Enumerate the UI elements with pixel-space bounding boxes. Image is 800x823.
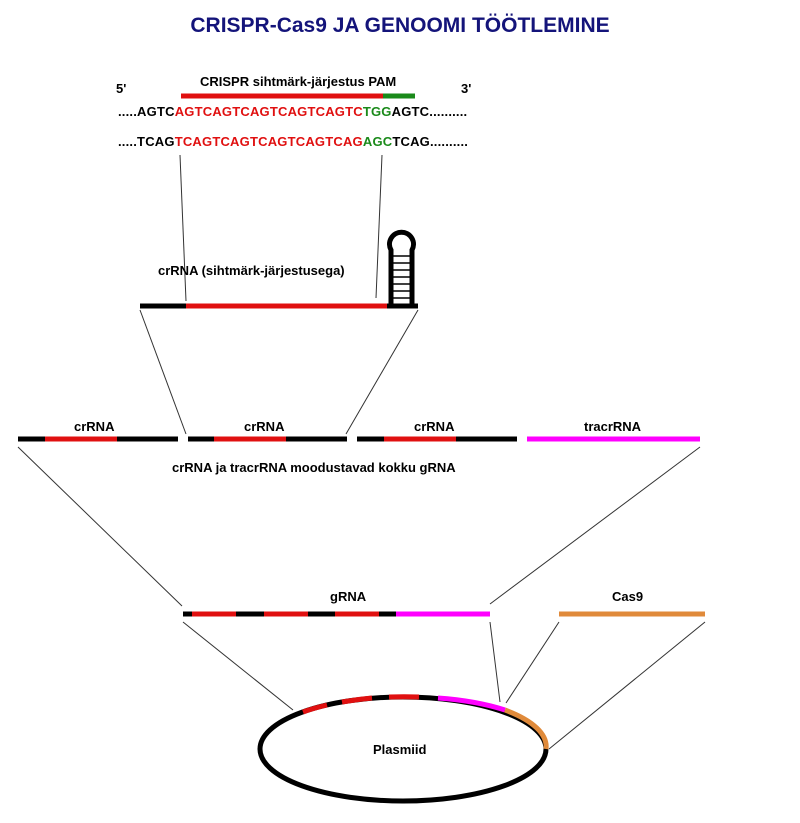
row-caption: crRNA ja tracrRNA moodustavad kokku gRNA: [172, 460, 456, 475]
plasmid-arc-red-2: [341, 695, 373, 705]
connector-row-grna-left: [17, 446, 183, 607]
bottom-strand-pam: AGC: [362, 134, 393, 149]
connector-dna-crrna-right: [375, 154, 383, 299]
cas9-label: Cas9: [612, 589, 644, 604]
crrna-single-label: crRNA (sihtmärk-järjestusega): [158, 263, 345, 278]
connector-crrna-row-right: [345, 309, 419, 435]
five-prime-label: 5': [116, 81, 127, 96]
page-title: CRISPR-Cas9 JA GENOOMI TÖÖTLEMINE: [190, 14, 610, 37]
grna-label: gRNA: [330, 589, 367, 604]
dna-bottom-strand: .....TCAGTCAGTCAGTCAGTCAGTCAGAGCTCAG....…: [118, 134, 468, 149]
row-label-crrna-3: crRNA: [414, 419, 455, 434]
row-label-crrna-2: crRNA: [244, 419, 285, 434]
connector-dna-crrna-left: [179, 154, 187, 302]
top-strand-left: .....AGTC: [118, 104, 175, 119]
top-strand-right: AGTC..........: [391, 104, 468, 119]
dna-top-strand: .....AGTCAGTCAGTCAGTCAGTCAGTCTGGAGTC....…: [118, 104, 467, 119]
plasmid-arc-cas9: [504, 707, 549, 750]
hairpin-loop: [387, 229, 416, 304]
row-label-tracrrna: tracrRNA: [584, 419, 642, 434]
connector-grna-plasmid-right: [489, 621, 501, 703]
three-prime-label: 3': [461, 81, 472, 96]
connector-grna-plasmid-left: [182, 621, 294, 711]
connector-crrna-row-left: [139, 309, 187, 435]
target-pam-header-label: CRISPR sihtmärk-järjestus PAM: [200, 74, 397, 89]
plasmid-arc-red-1: [302, 702, 328, 715]
bottom-strand-target: TCAGTCAGTCAGTCAGTCAG: [174, 134, 363, 149]
top-strand-target: AGTCAGTCAGTCAGTCAGTC: [174, 104, 363, 119]
plasmid-arc-magenta: [437, 695, 506, 713]
top-strand-pam: TGG: [362, 104, 392, 119]
connector-row-grna-right: [489, 446, 701, 605]
plasmid-label: Plasmiid: [373, 742, 427, 757]
bottom-strand-right: TCAG..........: [392, 134, 469, 149]
connector-cas9-plasmid-left: [505, 621, 560, 704]
row-label-crrna-1: crRNA: [74, 419, 115, 434]
connector-cas9-plasmid-right: [548, 621, 706, 750]
bottom-strand-left: .....TCAG: [118, 134, 175, 149]
